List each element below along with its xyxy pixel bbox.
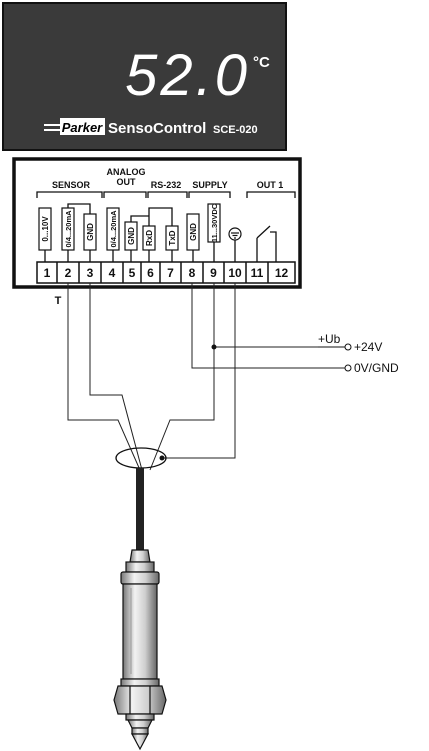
junction-dot-shield xyxy=(159,455,165,461)
ground-icon xyxy=(228,227,242,241)
terminal-label-1: 0...10V xyxy=(38,207,52,251)
supply-ub-label: +Ub xyxy=(318,332,341,346)
svg-text:0...10V: 0...10V xyxy=(41,216,50,242)
group-label-sensor: SENSOR xyxy=(52,180,91,190)
sensor-marker: T xyxy=(55,295,62,307)
group-label-supply: SUPPLY xyxy=(192,180,227,190)
svg-text:11...30VDC: 11...30VDC xyxy=(210,203,219,242)
terminal-number-9: 9 xyxy=(210,266,217,280)
wire-terminal-3 xyxy=(89,283,143,471)
terminal-number-11: 11 xyxy=(251,266,264,280)
bracket-rs232 xyxy=(147,191,188,198)
supply-ground-terminal xyxy=(344,364,352,372)
group-label-analog-out: OUT xyxy=(117,177,137,187)
model-number: SCE-020 xyxy=(213,124,258,136)
temperature-sensor xyxy=(113,549,167,751)
svg-text:0/4...20mA: 0/4...20mA xyxy=(109,210,118,248)
terminal-number-6: 6 xyxy=(147,266,154,280)
terminal-function-labels: 0...10V 0/4...20mA GND 0/4...20mA GND Rx… xyxy=(38,203,221,251)
external-wiring xyxy=(67,283,345,471)
wire-terminal-2 xyxy=(67,283,141,471)
bracket-analog-out xyxy=(103,191,147,198)
supply-ground-label: 0V/GND xyxy=(354,361,399,375)
svg-text:RxD: RxD xyxy=(145,230,154,246)
display-panel: 52.0 °C Parker SensoControl SCE-020 xyxy=(2,2,287,151)
display-unit: °C xyxy=(253,54,270,71)
group-label-rs232: RS-232 xyxy=(151,180,182,190)
terminal-number-3: 3 xyxy=(87,266,94,280)
internal-wiring xyxy=(44,203,277,262)
wire-terminal-8 xyxy=(191,283,345,369)
terminal-number-1: 1 xyxy=(44,266,51,280)
group-brackets xyxy=(36,191,296,198)
terminal-label-3: GND xyxy=(83,213,97,251)
supply-connection: +Ub +24V 0V/GND xyxy=(318,332,399,375)
terminal-number-5: 5 xyxy=(129,266,136,280)
terminal-number-7: 7 xyxy=(167,266,174,280)
sensor-cable xyxy=(136,468,144,550)
terminal-label-2: 0/4...20mA xyxy=(61,207,75,251)
terminal-number-8: 8 xyxy=(189,266,196,280)
svg-text:0/4...20mA: 0/4...20mA xyxy=(64,210,73,248)
wire-terminal-9 xyxy=(149,283,215,471)
group-label-out1: OUT 1 xyxy=(257,180,284,190)
wire-terminal-10 xyxy=(162,283,236,459)
terminal-label-9: 11...30VDC xyxy=(207,203,221,243)
terminal-label-5: GND xyxy=(124,221,138,251)
display-readout: 52.0 xyxy=(125,43,250,108)
junction-dot-supply xyxy=(211,344,217,350)
terminal-label-6: RxD xyxy=(142,225,156,251)
brand-logo: Parker xyxy=(44,118,105,135)
supply-plus-terminal xyxy=(344,343,352,351)
terminal-number-2: 2 xyxy=(65,266,72,280)
terminal-number-12: 12 xyxy=(275,266,289,280)
brand-name: Parker xyxy=(62,120,103,135)
terminal-strip: 1 2 3 4 5 6 7 8 9 10 11 12 xyxy=(36,261,296,284)
bracket-sensor xyxy=(36,191,103,198)
terminal-number-10: 10 xyxy=(228,266,242,280)
svg-text:TxD: TxD xyxy=(168,230,177,245)
svg-text:GND: GND xyxy=(189,223,198,241)
terminal-label-8: GND xyxy=(186,213,200,251)
terminal-number-4: 4 xyxy=(109,266,116,280)
svg-text:GND: GND xyxy=(127,227,136,245)
bracket-supply xyxy=(188,191,231,198)
svg-text:GND: GND xyxy=(86,223,95,241)
product-name: SensoControl xyxy=(108,120,206,137)
bracket-out1 xyxy=(246,191,296,198)
group-label-analog: ANALOG xyxy=(107,167,146,177)
group-labels: SENSOR ANALOG OUT RS-232 SUPPLY OUT 1 xyxy=(52,167,283,190)
supply-plus-label: +24V xyxy=(354,340,382,354)
terminal-label-7: TxD xyxy=(165,225,179,251)
terminal-label-4: 0/4...20mA xyxy=(106,207,120,251)
